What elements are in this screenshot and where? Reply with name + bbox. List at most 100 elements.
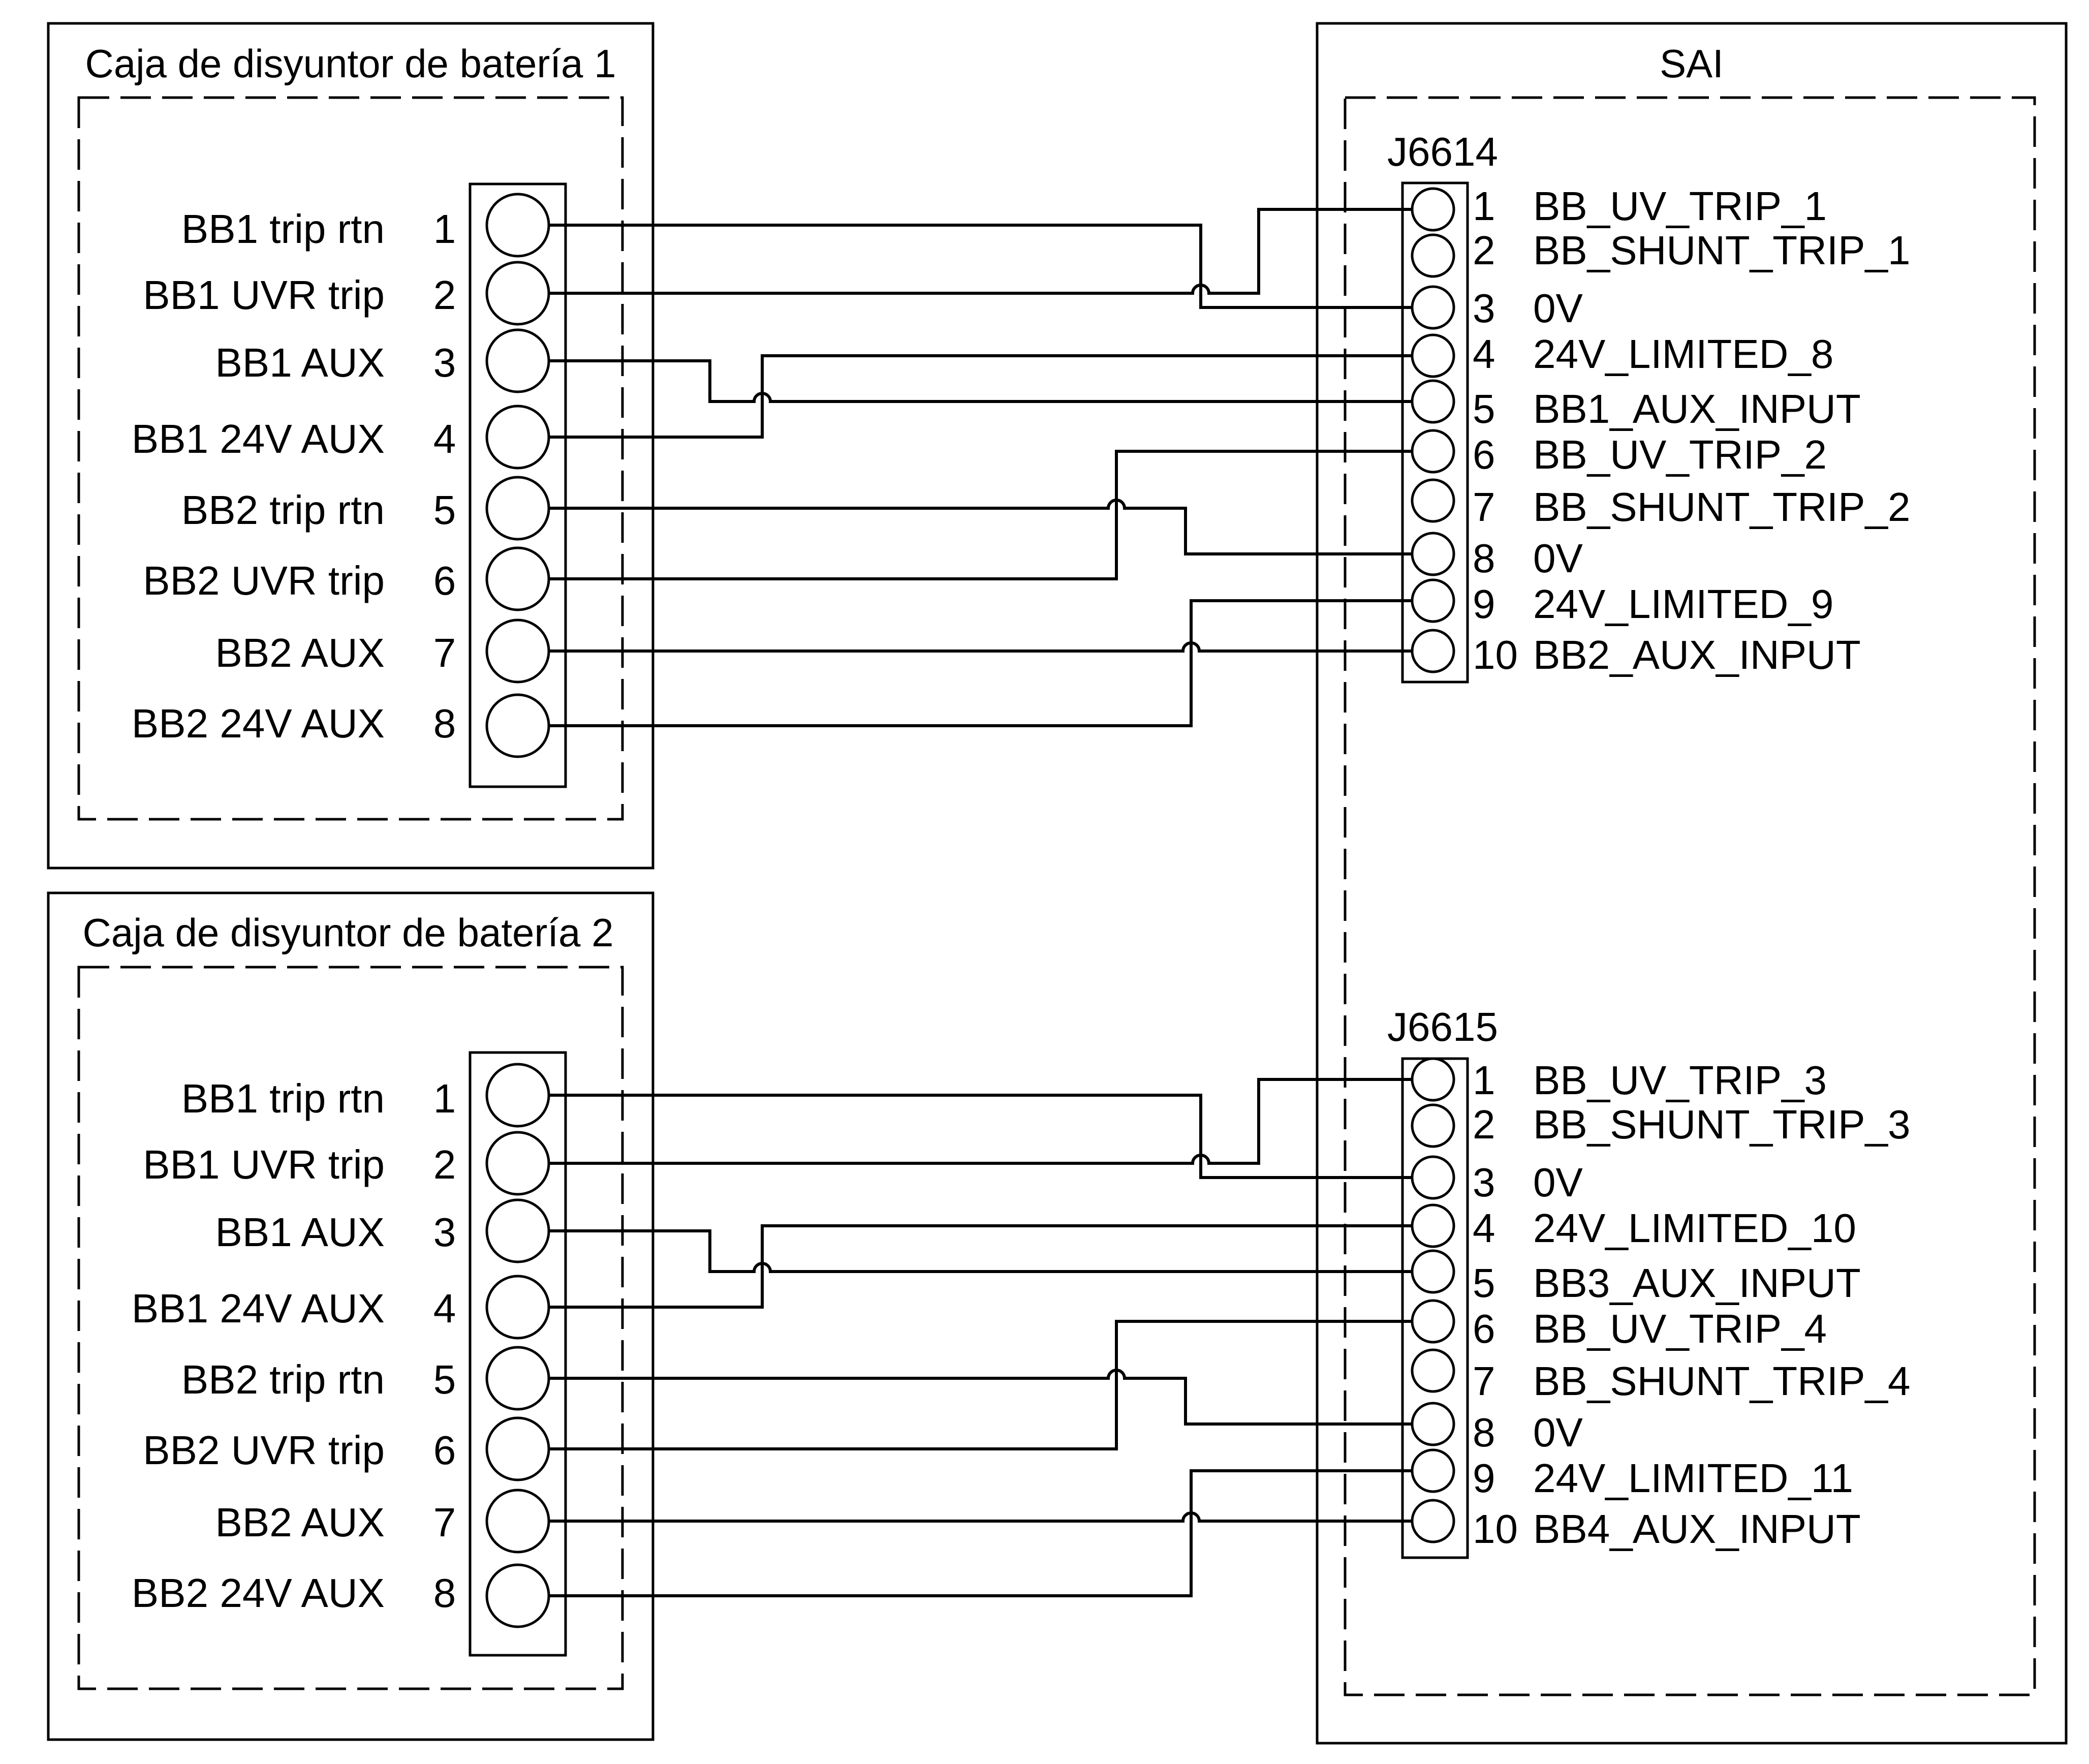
breaker-box-2-terminal-screw-6 <box>485 1416 550 1481</box>
j6615-pin-2-terminal <box>1411 1103 1455 1148</box>
wire-1-8 <box>518 599 1412 727</box>
pin-number: 7 <box>1473 1358 1495 1404</box>
pin-number: 6 <box>1473 1306 1495 1351</box>
j6615-pin-1-terminal <box>1411 1057 1455 1102</box>
breaker-box-2-outline <box>47 891 654 1741</box>
breaker-box-2-terminal-screw-7 <box>485 1489 550 1554</box>
breaker-box-1-terminal-3: BB1 AUX 3 <box>215 340 456 385</box>
breaker-box-1-terminal-screw-8 <box>485 693 550 758</box>
terminal-label: BB2 AUX <box>215 1500 385 1545</box>
wire-1-4 <box>518 354 1412 439</box>
breaker-box-1-terminal-7: BB2 AUX 7 <box>215 630 456 675</box>
j6615-pin-4-terminal <box>1411 1203 1455 1248</box>
wire-1-6 <box>518 450 1412 580</box>
terminal-label: BB2 UVR trip <box>143 558 385 603</box>
terminal-label: BB1 UVR trip <box>143 1142 385 1187</box>
breaker-box-1-terminal-screw-7 <box>485 618 550 684</box>
breaker-box-1-terminal-strip <box>469 182 567 788</box>
breaker-box-2-terminal-8: BB2 24V AUX 8 <box>132 1570 456 1616</box>
pin-signal: BB_SHUNT_TRIP_1 <box>1533 228 1910 273</box>
breaker-box-1-terminal-screw-5 <box>485 476 550 541</box>
j6614-pin-9-terminal <box>1411 578 1455 623</box>
pin-signal: BB4_AUX_INPUT <box>1533 1506 1861 1552</box>
wire-1-3 <box>518 359 1412 403</box>
breaker-box-1-outline <box>47 22 654 870</box>
breaker-box-2: Caja de disyuntor de batería 2 BB1 trip … <box>47 891 654 1741</box>
pin-number: 5 <box>1473 1260 1495 1306</box>
breaker-box-1-terminal-screw-6 <box>485 546 550 611</box>
breaker-box-1-terminal-5: BB2 trip rtn 5 <box>181 487 456 533</box>
pin-signal: BB_UV_TRIP_3 <box>1533 1058 1827 1103</box>
ups-title: SAI <box>1660 41 1724 86</box>
wire-2-8 <box>518 1469 1412 1597</box>
j6615-pin-8-terminal <box>1411 1402 1455 1446</box>
pin-signal: 24V_LIMITED_11 <box>1533 1456 1853 1501</box>
pin-signal: BB_UV_TRIP_2 <box>1533 432 1827 477</box>
terminal-label: BB1 AUX <box>215 340 385 385</box>
pin-number: 10 <box>1473 1506 1518 1552</box>
terminal-number: 6 <box>433 1428 456 1473</box>
breaker-box-1-terminal-6: BB2 UVR trip 6 <box>143 558 456 603</box>
wire-2-3 <box>518 1229 1412 1273</box>
terminal-label: BB2 trip rtn <box>181 487 385 533</box>
ups-outline <box>1316 22 2068 1745</box>
j6615-pin-labels: 1 BB_UV_TRIP_3 2 BB_SHUNT_TRIP_3 3 0V 4 … <box>1473 1058 1910 1552</box>
terminal-number: 1 <box>433 206 456 252</box>
pin-number: 4 <box>1473 331 1495 377</box>
j6614-pin-2-terminal <box>1411 233 1455 278</box>
wire-2-1 <box>518 1094 1412 1179</box>
breaker-box-2-terminal-screw-2 <box>485 1131 550 1196</box>
pin-signal: BB1_AUX_INPUT <box>1533 386 1861 431</box>
wire-1-5 <box>518 499 1412 555</box>
breaker-box-2-terminal-screw-8 <box>485 1563 550 1628</box>
pin-signal: BB_SHUNT_TRIP_3 <box>1533 1102 1910 1147</box>
breaker-box-2-terminal-7: BB2 AUX 7 <box>215 1500 456 1545</box>
terminal-label: BB1 24V AUX <box>132 416 385 461</box>
breaker-box-1: Caja de disyuntor de batería 1 BB1 trip … <box>47 22 654 870</box>
j6614-pin-4-terminal <box>1411 333 1455 378</box>
breaker-box-2-terminal-1: BB1 trip rtn 1 <box>181 1076 456 1121</box>
pin-signal: BB3_AUX_INPUT <box>1533 1260 1861 1306</box>
wire-1-1 <box>518 224 1412 309</box>
j6614-pin-5-terminal <box>1411 379 1455 424</box>
terminal-label: BB1 AUX <box>215 1210 385 1255</box>
terminal-label: BB2 trip rtn <box>181 1357 385 1402</box>
terminal-number: 2 <box>433 1142 456 1187</box>
pin-signal: BB_SHUNT_TRIP_2 <box>1533 484 1910 530</box>
breaker-box-1-terminal-1: BB1 trip rtn 1 <box>181 206 456 252</box>
pin-signal: 0V <box>1533 536 1583 581</box>
wire-2-6 <box>518 1320 1412 1450</box>
j6615-pin-6-terminal <box>1411 1299 1455 1344</box>
pin-signal: 0V <box>1533 1410 1583 1455</box>
breaker-box-1-title: Caja de disyuntor de batería 1 <box>85 41 616 86</box>
pin-signal: BB_UV_TRIP_4 <box>1533 1306 1827 1351</box>
breaker-box-2-terminal-6: BB2 UVR trip 6 <box>143 1428 456 1473</box>
wires-layer <box>518 208 1412 1597</box>
terminal-number: 2 <box>433 272 456 318</box>
ups-inner-boundary <box>1344 96 2036 1696</box>
terminal-number: 4 <box>433 1286 456 1331</box>
pin-signal: BB_SHUNT_TRIP_4 <box>1533 1358 1910 1404</box>
breaker-box-1-terminal-screw-3 <box>485 328 550 393</box>
j6614-pin-3-terminal <box>1411 285 1455 330</box>
j6614-pin-10-terminal <box>1411 629 1455 673</box>
terminals-layer <box>485 187 1455 1628</box>
j6614-pin-8-terminal <box>1411 532 1455 576</box>
wire-2-5 <box>518 1369 1412 1426</box>
breaker-box-1-terminal-screw-2 <box>485 261 550 326</box>
pin-number: 2 <box>1473 1102 1495 1147</box>
breaker-box-2-terminal-4: BB1 24V AUX 4 <box>132 1286 456 1331</box>
breaker-box-2-terminal-screw-5 <box>485 1346 550 1411</box>
pin-number: 6 <box>1473 432 1495 477</box>
breaker-box-2-terminal-strip <box>469 1051 567 1657</box>
terminal-label: BB1 trip rtn <box>181 206 385 252</box>
terminal-number: 5 <box>433 1357 456 1402</box>
pin-number: 3 <box>1473 1160 1495 1205</box>
breaker-box-2-terminal-5: BB2 trip rtn 5 <box>181 1357 456 1402</box>
terminal-label: BB2 AUX <box>215 630 385 675</box>
pin-number: 9 <box>1473 581 1495 627</box>
breaker-box-2-terminal-screw-3 <box>485 1198 550 1263</box>
pin-number: 8 <box>1473 1410 1495 1455</box>
breaker-box-2-terminal-2: BB1 UVR trip 2 <box>143 1142 456 1187</box>
